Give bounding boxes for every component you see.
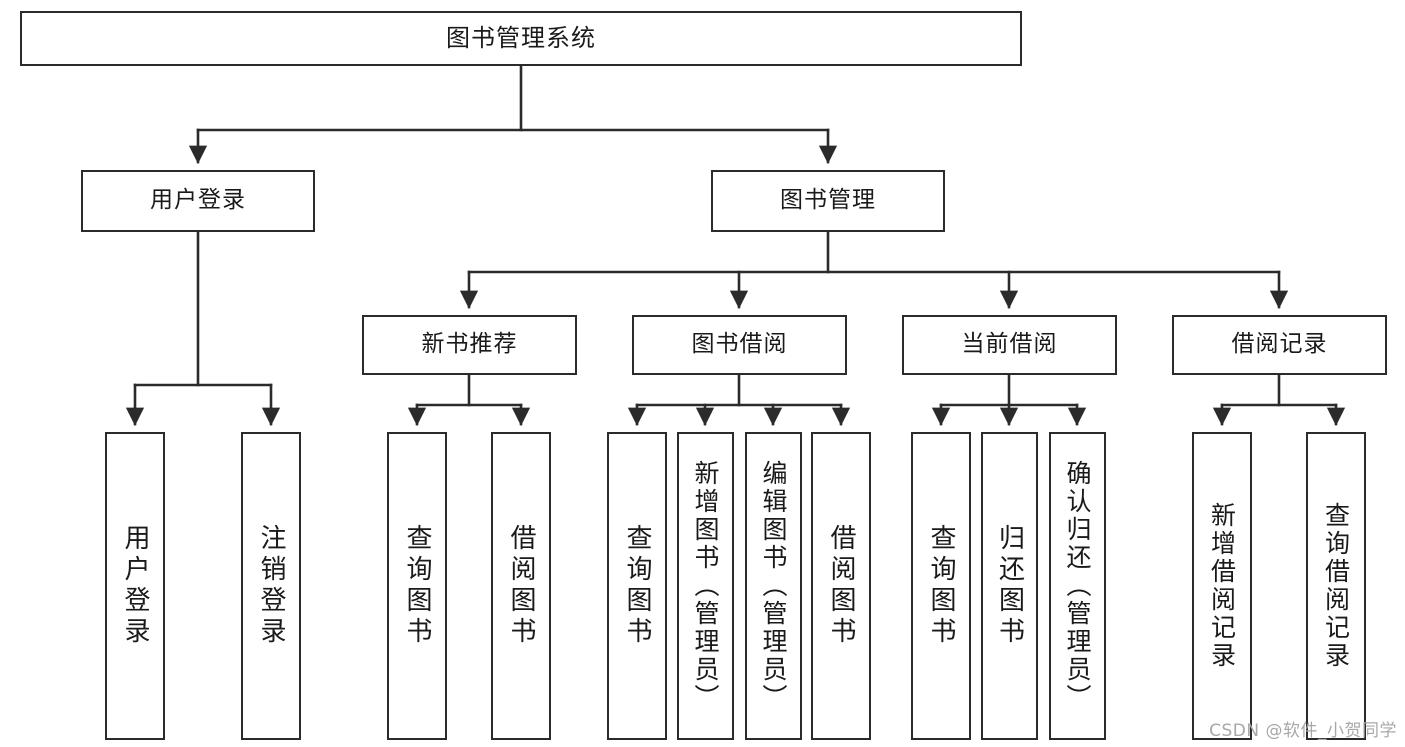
node-borrow-record[interactable]: 借阅记录	[1172, 315, 1387, 375]
leaf-query-book-borrow[interactable]: 查询图书	[607, 432, 667, 740]
leaf-query-book-recommend[interactable]: 查询图书	[387, 432, 447, 740]
leaf-add-borrow-record[interactable]: 新增借阅记录	[1192, 432, 1252, 740]
node-new-book-recommend[interactable]: 新书推荐	[362, 315, 577, 375]
leaf-borrow-book-recommend[interactable]: 借阅图书	[491, 432, 551, 740]
leaf-return-book[interactable]: 归还图书	[981, 432, 1038, 740]
leaf-add-book-admin[interactable]: 新增图书（管理员）	[677, 432, 734, 740]
node-book-management[interactable]: 图书管理	[711, 170, 945, 232]
leaf-query-book-current[interactable]: 查询图书	[911, 432, 971, 740]
leaf-confirm-return-admin[interactable]: 确认归还（管理员）	[1049, 432, 1106, 740]
node-book-borrow[interactable]: 图书借阅	[632, 315, 847, 375]
node-current-borrow[interactable]: 当前借阅	[902, 315, 1117, 375]
leaf-query-borrow-record[interactable]: 查询借阅记录	[1306, 432, 1366, 740]
leaf-borrow-book[interactable]: 借阅图书	[811, 432, 871, 740]
node-user-login[interactable]: 用户登录	[81, 170, 315, 232]
node-root[interactable]: 图书管理系统	[20, 11, 1022, 66]
leaf-user-login[interactable]: 用户登录	[105, 432, 165, 740]
leaf-user-logout[interactable]: 注销登录	[241, 432, 301, 740]
leaf-edit-book-admin[interactable]: 编辑图书（管理员）	[745, 432, 802, 740]
